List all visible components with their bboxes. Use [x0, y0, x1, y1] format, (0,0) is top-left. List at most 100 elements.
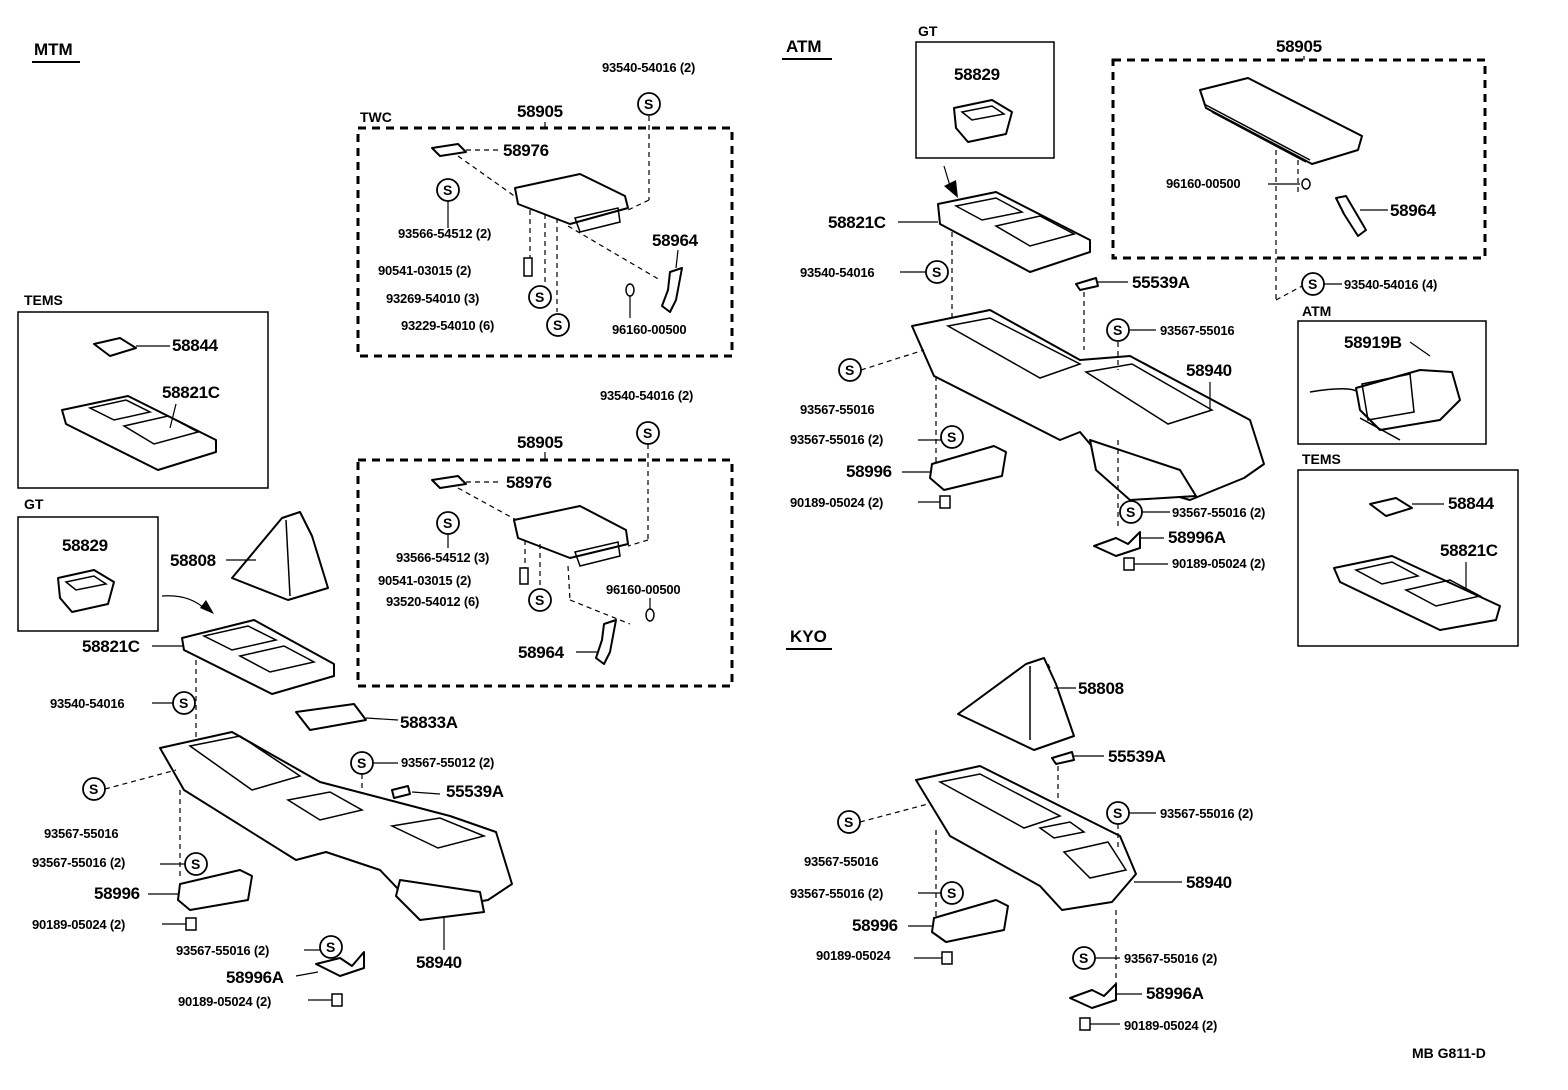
svg-text:S: S	[443, 182, 452, 198]
clip-58976-icon	[431, 143, 467, 157]
tems-r-58844: 58844	[1448, 494, 1495, 513]
nut-icon	[645, 608, 655, 622]
gt-right-box	[915, 41, 1055, 159]
box2-58976: 58976	[506, 473, 552, 492]
svg-text:S: S	[535, 592, 544, 608]
svg-text:S: S	[357, 755, 366, 771]
svg-text:S: S	[947, 429, 956, 445]
kyo-58940: 58940	[1186, 873, 1232, 892]
atm-93540-4: 93540-54016 (4)	[1344, 277, 1437, 292]
svg-text:S: S	[179, 695, 188, 711]
svg-text:S: S	[844, 814, 853, 830]
mtm-58821c: 58821C	[82, 637, 140, 656]
arrowhead-icon	[944, 180, 958, 198]
gt-right-label: GT	[918, 23, 938, 39]
screw-icon: S	[940, 425, 964, 449]
atm-58940: 58940	[1186, 361, 1232, 380]
svg-text:S: S	[947, 885, 956, 901]
console-58940-icon	[911, 309, 1265, 501]
atm-58821c: 58821C	[828, 213, 886, 232]
atm-93567-c: 93567-55016 (2)	[790, 432, 883, 447]
mtm-55539a: 55539A	[446, 782, 504, 801]
screw-icon: S	[837, 810, 861, 834]
kyo-93567-d: 93567-55016 (2)	[1124, 951, 1217, 966]
screw-icon: S	[436, 511, 460, 535]
atm-90189-a: 90189-05024 (2)	[790, 495, 883, 510]
hinge-58964-icon	[1335, 195, 1367, 237]
twc-58905: 58905	[517, 102, 563, 121]
atm-90189-b: 90189-05024 (2)	[1172, 556, 1265, 571]
box2-90541: 90541-03015 (2)	[378, 573, 471, 588]
box2-58964: 58964	[518, 643, 565, 662]
mtm-93540: 93540-54016	[50, 696, 124, 711]
atm-93567-d: 93567-55016 (2)	[1172, 505, 1265, 520]
armrest-lid-icon	[514, 173, 629, 233]
gt-r-58829: 58829	[954, 65, 1000, 84]
svg-text:S: S	[1308, 276, 1317, 292]
drawing-ref: MB G811-D	[1412, 1045, 1486, 1061]
mtm-58808: 58808	[170, 551, 216, 570]
tems-right-label: TEMS	[1302, 451, 1341, 467]
atm-96160: 96160-00500	[1166, 176, 1240, 191]
bracket-58996a-icon	[315, 951, 365, 977]
kyo-93567-c: 93567-55016 (2)	[790, 886, 883, 901]
svg-text:S: S	[1079, 950, 1088, 966]
mtm-90189-a: 90189-05024 (2)	[32, 917, 125, 932]
clip-55539a-icon	[391, 785, 411, 799]
bolt-icon	[331, 993, 343, 1007]
mtm-93567-55012: 93567-55012 (2)	[401, 755, 494, 770]
box2-93566: 93566-54512 (3)	[396, 550, 489, 565]
clip-58976-icon	[431, 475, 467, 489]
twc-93269: 93269-54010 (3)	[386, 291, 479, 306]
kyo-58996a: 58996A	[1146, 984, 1204, 1003]
gt-left-label: GT	[24, 496, 44, 512]
screw-icon: S	[1301, 272, 1325, 296]
bolt-icon	[941, 951, 953, 965]
indicator-58919b-icon	[1309, 369, 1461, 441]
atm-93567-a: 93567-55016	[1160, 323, 1234, 338]
svg-text:S: S	[643, 425, 652, 441]
screw-icon: S	[637, 92, 661, 116]
box2-93540: 93540-54016 (2)	[600, 388, 693, 403]
screw-icon: S	[184, 852, 208, 876]
console-58940-icon	[159, 731, 513, 921]
screw-icon: S	[82, 777, 106, 801]
panel-58821c-icon	[937, 191, 1091, 273]
screw-icon: S	[838, 358, 862, 382]
mtm-93540-top: 93540-54016 (2)	[602, 60, 695, 75]
twc-93229: 93229-54010 (6)	[401, 318, 494, 333]
twc-93566: 93566-54512 (2)	[398, 226, 491, 241]
section-kyo: KYO	[790, 627, 827, 646]
svg-text:S: S	[191, 856, 200, 872]
bracket-58996a-icon	[1093, 531, 1141, 557]
trim-58833a-icon	[295, 703, 367, 731]
arrow-icon	[943, 165, 951, 187]
coin-box-58829-icon	[57, 569, 115, 613]
coin-box-58829-icon	[953, 99, 1013, 143]
hinge-58964-icon	[661, 267, 683, 313]
clip-55539a-icon	[1051, 751, 1075, 765]
mtm-93567-a: 93567-55016	[44, 826, 118, 841]
screw-icon: S	[172, 691, 196, 715]
tems-l-58844: 58844	[172, 336, 219, 355]
box2-96160: 96160-00500	[606, 582, 680, 597]
atm-box-58919b: 58919B	[1344, 333, 1402, 352]
panel-58821c-icon	[61, 395, 217, 471]
tems-l-58821c: 58821C	[162, 383, 220, 402]
bracket-58996-icon	[929, 445, 1007, 491]
kyo-90189-a: 90189-05024	[816, 948, 891, 963]
bolt-icon	[523, 257, 533, 277]
svg-text:S: S	[845, 362, 854, 378]
screw-icon: S	[636, 421, 660, 445]
svg-text:S: S	[644, 96, 653, 112]
console-58940-icon	[915, 765, 1137, 911]
kyo-90189-b: 90189-05024 (2)	[1124, 1018, 1217, 1033]
armrest-lid-icon	[513, 505, 629, 567]
shift-boot-58808-icon	[231, 511, 329, 601]
atm-58996a: 58996A	[1168, 528, 1226, 547]
bolt-icon	[939, 495, 951, 509]
atm-55539a: 55539A	[1132, 273, 1190, 292]
twc-58964: 58964	[652, 231, 699, 250]
svg-text:S: S	[553, 317, 562, 333]
